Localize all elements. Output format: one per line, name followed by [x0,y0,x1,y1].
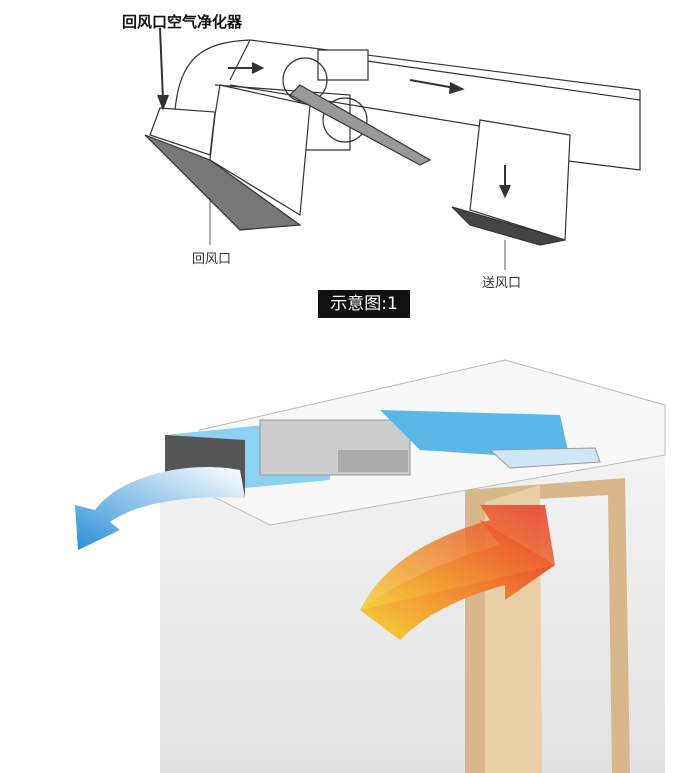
diagram-caption: 示意图:1 [318,290,410,318]
supply-vent-label: 送风口 [482,276,522,291]
leader-lines [209,198,506,270]
room-illustration [75,359,666,773]
cool-air-arrow [75,466,245,550]
warm-air-arrow-upper [360,505,555,610]
door-frame [465,478,630,773]
supply-diffuser [488,447,601,469]
duct-system-line-drawing [144,27,641,270]
duct-right [380,410,570,460]
airflow-arrows [157,27,511,199]
return-vent-label: 回风口 [192,252,232,267]
purifier-label: 回风口空气净化器 [122,13,243,31]
supply-vent-box [451,119,571,246]
motor [338,450,408,472]
fan-unit [282,49,432,166]
return-vent-box [144,84,311,231]
